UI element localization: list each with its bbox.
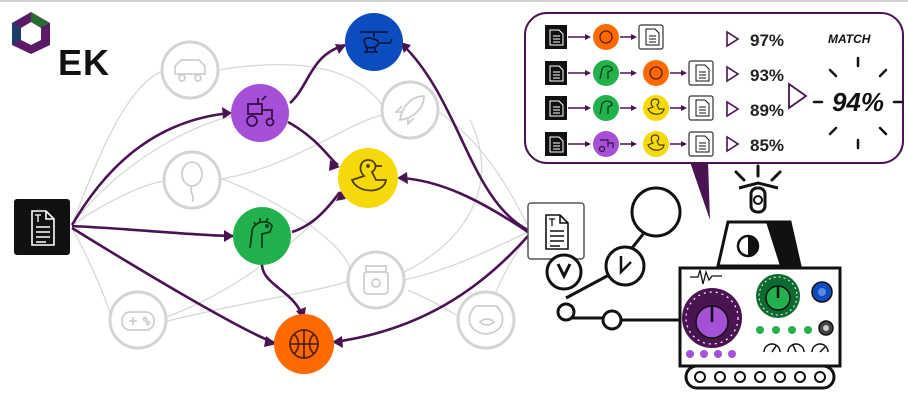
fishbowl-node: [456, 290, 516, 350]
fishbowl-icon: [468, 305, 504, 335]
robot-illustration: [545, 164, 842, 390]
balloon-node: [162, 150, 222, 210]
robot-body: [678, 266, 842, 368]
row-percent: 89%: [750, 101, 784, 120]
logo-icon: [12, 12, 50, 54]
robot-joint: [556, 302, 576, 322]
row-percent: 93%: [750, 66, 784, 85]
gamepad-icon: [121, 311, 155, 331]
match-title: MATCH: [828, 32, 871, 46]
top-divider: [0, 0, 908, 2]
match-panel: 97% 93% 89% 85% MATCH 94%: [524, 12, 904, 220]
dinosaur-node: [233, 207, 291, 265]
jar-icon: [363, 265, 389, 295]
query-document-node: [527, 202, 585, 260]
car-node: [160, 40, 220, 100]
robot-joint: [601, 309, 623, 331]
jar-node: [346, 250, 406, 310]
ball-node: [274, 314, 334, 374]
summary-triangle: [788, 82, 808, 110]
tractor-node: [231, 84, 289, 142]
strong-edges: [70, 43, 529, 345]
ball-icon: [289, 329, 319, 359]
gamepad-node: [108, 290, 168, 350]
row-triangles: [726, 30, 740, 153]
robot-claw: [545, 253, 583, 291]
match-overall: 94%: [832, 87, 884, 117]
document-node: [14, 199, 70, 255]
helicopter-node: [345, 13, 403, 71]
magnifier-lens: [630, 186, 682, 238]
tractor-icon: [246, 95, 275, 127]
balloon-icon: [181, 161, 203, 203]
row-percent: 97%: [750, 31, 784, 50]
duck-node: [338, 148, 398, 208]
document-icon: [31, 210, 55, 246]
match-row: [545, 131, 714, 157]
robot-head: [716, 164, 802, 268]
rocket-icon: [393, 95, 425, 127]
match-row: [545, 95, 714, 121]
match-row: [545, 24, 664, 50]
robot-joint: [604, 245, 646, 287]
row-percent: 85%: [750, 136, 784, 155]
brand-name: EK: [58, 42, 111, 83]
match-burst: [812, 56, 904, 150]
robot-treads: [684, 364, 836, 390]
car-icon: [174, 59, 206, 82]
helicopter-icon: [360, 31, 393, 53]
document-icon: [545, 214, 569, 250]
rocket-node: [380, 80, 440, 140]
match-row: [545, 60, 714, 86]
dinosaur-icon: [249, 217, 273, 249]
duck-icon: [350, 159, 388, 192]
